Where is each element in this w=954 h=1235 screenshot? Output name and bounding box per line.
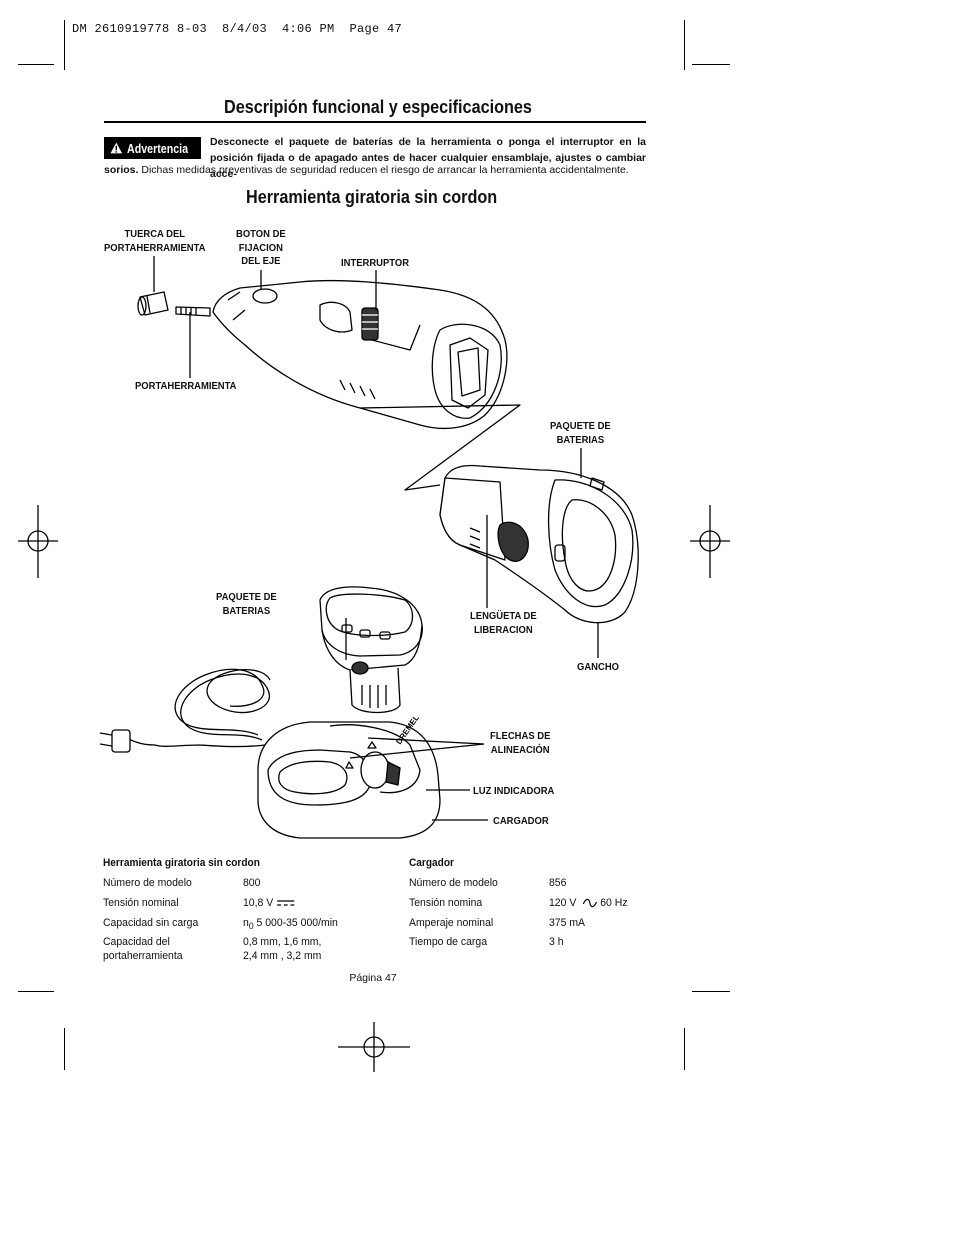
page-title: Descripión funcional y especificaciones (224, 97, 532, 117)
spec-tool-model-value: 800 (243, 877, 261, 889)
ac-symbol-icon (582, 898, 597, 908)
specs-charger-title: Cargador (409, 857, 454, 869)
label-collet: PORTAHERRAMIENTA (135, 380, 237, 392)
battery-pack-middle-drawing (319, 586, 423, 714)
battery-pack-right-drawing (439, 464, 639, 624)
spec-tool-speed-sub: 0 (248, 921, 254, 932)
page-number: Página 47 (349, 972, 397, 984)
label-battery-pack-right: PAQUETE DE BATERIAS (550, 420, 611, 446)
collet-nut-drawing (137, 291, 169, 316)
warning-bold-tail: sorios. (104, 164, 139, 176)
spec-charger-voltage-label: Tensión nomina (409, 897, 483, 909)
warning-tail: Dichas medidas preventivas de seguridad … (138, 164, 629, 176)
registration-mark-bottom (338, 1022, 410, 1072)
registration-mark-right (690, 505, 730, 578)
spec-charger-frequency-value: 60 Hz (600, 897, 628, 909)
warning-text-continued: sorios. Dichas medidas preventivas de se… (104, 162, 646, 178)
collet-drawing (175, 306, 211, 317)
spec-charger-amperage-label: Amperaje nominal (409, 917, 494, 929)
section-subtitle: Herramienta giratoria sin cordon (246, 187, 498, 207)
spec-tool-speed-label: Capacidad sin carga (103, 917, 199, 929)
label-release-latch: LENGÜETA DE LIBERACION (470, 610, 537, 636)
label-charger: CARGADOR (493, 815, 549, 827)
label-shaft-lock-button: BOTON DE FIJACION DEL EJE (236, 228, 286, 267)
spec-charger-voltage: 120 V 60 Hz (549, 896, 628, 910)
leader-lines (153, 256, 599, 821)
section-lines (359, 404, 521, 491)
spec-tool-voltage-value: 10,8 V (243, 897, 274, 909)
spec-tool-collet-label: Capacidad del portaherramienta (103, 936, 183, 962)
warning-icon (110, 142, 123, 154)
spec-tool-model-label: Número de modelo (103, 877, 192, 889)
spec-charger-time-label: Tiempo de carga (409, 936, 488, 948)
spec-tool-collet-value: 0,8 mm, 1,6 mm, 2,4 mm , 3,2 mm (243, 936, 322, 962)
charger-drawing (257, 721, 441, 839)
spec-tool-voltage: 10,8 V (243, 896, 295, 910)
spec-tool-speed: n0 5 000-35 000/min (243, 916, 338, 933)
spec-tool-speed-prefix: n (243, 917, 249, 929)
spec-charger-voltage-value: 120 V (549, 897, 577, 909)
title-rule (104, 121, 646, 123)
warning-label: Advertencia (126, 140, 188, 156)
spec-charger-time-value: 3 h (549, 936, 564, 948)
spec-tool-voltage-label: Tensión nominal (103, 897, 179, 909)
spec-tool-speed-value: 5 000-35 000/min (253, 917, 338, 929)
warning-badge: Advertencia (104, 137, 201, 159)
spec-charger-model-label: Número de modelo (409, 877, 498, 889)
spec-charger-model-value: 856 (549, 877, 567, 889)
power-cord-drawing (99, 668, 271, 753)
label-indicator-light: LUZ INDICADORA (473, 785, 555, 797)
rotary-tool-drawing (212, 279, 508, 430)
print-slug: DM 2610919778 8-03 8/4/03 4:06 PM Page 4… (72, 22, 403, 36)
label-battery-pack-middle: PAQUETE DE BATERIAS (216, 591, 277, 617)
label-switch: INTERRUPTOR (341, 257, 410, 269)
warning-text: Desconecte el paquete de baterías de la … (210, 136, 646, 180)
dc-symbol-icon (277, 900, 295, 906)
spec-charger-amperage-value: 375 mA (549, 917, 586, 929)
label-collet-nut: TUERCA DEL PORTAHERRAMIENTA (104, 228, 206, 254)
label-alignment-arrows: FLECHAS DE ALINEACIÓN (490, 730, 551, 756)
registration-mark-left (18, 505, 58, 578)
label-hook: GANCHO (577, 661, 620, 673)
specs-tool-title: Herramienta giratoria sin cordon (103, 857, 260, 869)
